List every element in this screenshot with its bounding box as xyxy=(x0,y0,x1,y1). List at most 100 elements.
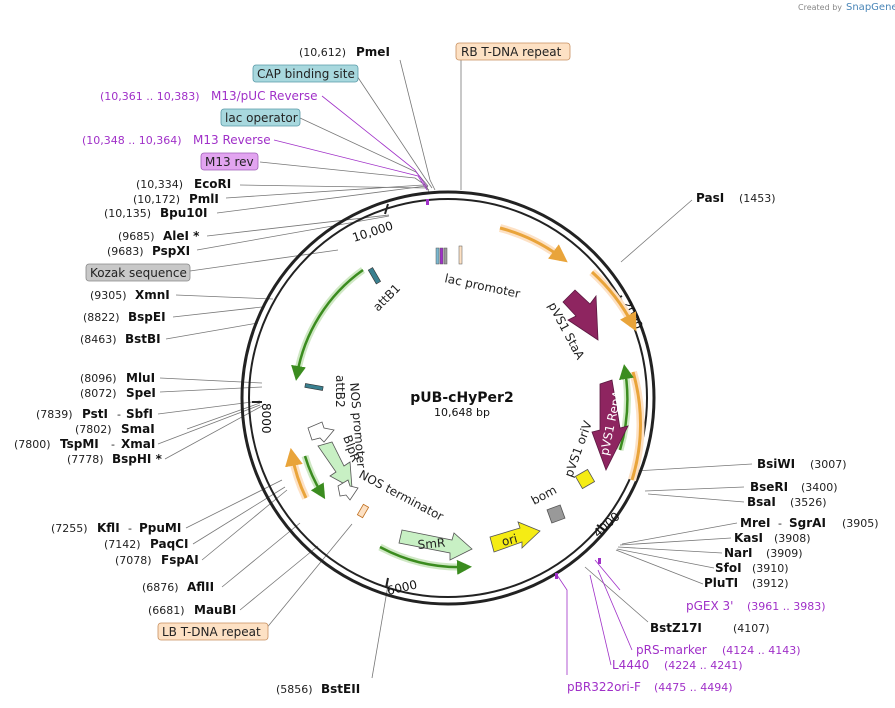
site-aflii-pos: (6876) xyxy=(142,581,179,594)
primer-leaders xyxy=(273,95,633,675)
attb2-mark xyxy=(304,383,324,391)
primer-m13puc-name: M13/pUC Reverse xyxy=(211,89,318,103)
primer-pbr-name: pBR322ori-F xyxy=(567,680,641,694)
site-pmei-name: PmeI xyxy=(356,45,390,59)
site-smai-name: SmaI xyxy=(121,422,155,436)
pvs1-repa-arrow xyxy=(591,379,629,472)
m13rev-box xyxy=(200,152,259,171)
site-mlui-name: MluI xyxy=(126,371,155,385)
site-paqci-name: PaqCI xyxy=(150,537,188,551)
site-psti-sep: - xyxy=(117,408,121,421)
arc-green-5 xyxy=(291,268,364,381)
site-bstbi-pos: (8463) xyxy=(80,333,117,346)
site-bsphi-pos: (7778) xyxy=(67,453,104,466)
lb-tdna-mark xyxy=(356,503,370,519)
site-ecori-pos: (10,334) xyxy=(136,178,183,191)
site-sgrai-name: SgrAI xyxy=(789,516,826,530)
site-pmli-pos: (10,172) xyxy=(133,193,180,206)
label-lac-promoter: lac promoter xyxy=(443,271,521,301)
lacop-box xyxy=(220,108,301,127)
pvs1-staa-arrow xyxy=(562,289,599,341)
site-mrei-sep: - xyxy=(778,517,782,530)
site-tspmi-pos: (7800) xyxy=(14,438,51,451)
site-pspxi-name: PspXI xyxy=(152,244,190,258)
m13rev-label: M13 rev xyxy=(205,155,254,169)
label-smr: SmR xyxy=(417,536,446,552)
site-alei-pos: (9685) xyxy=(118,230,155,243)
arc-halo-5 xyxy=(293,267,366,376)
site-sfoi-name: SfoI xyxy=(715,561,742,575)
arc-orange-3 xyxy=(630,371,643,481)
site-maubi-pos: (6681) xyxy=(148,604,185,617)
backbone-outer xyxy=(240,190,656,606)
site-kasi-name: KasI xyxy=(734,531,763,545)
bom-box xyxy=(546,504,566,524)
site-smai-pos: (7802) xyxy=(75,423,112,436)
site-bsai-pos: (3526) xyxy=(790,496,827,509)
site-alei-name: AleI * xyxy=(163,229,200,243)
brand-created-by: Created by xyxy=(798,3,842,12)
tick-10000: 10,000 xyxy=(351,219,395,245)
site-pmli-name: PmlI xyxy=(189,192,219,206)
site-kasi-pos: (3908) xyxy=(774,532,811,545)
site-psti-name: PstI xyxy=(82,407,108,421)
blpr-arrow xyxy=(317,441,353,489)
arc-green-4 xyxy=(618,364,634,451)
arc-orange-2 xyxy=(590,270,637,332)
rb-tdna-label: RB T-DNA repeat xyxy=(461,45,562,59)
label-nos-terminator: NOS terminator xyxy=(357,467,446,523)
primer-pbr-pos: (4475 .. 4494) xyxy=(654,681,733,694)
label-bom: bom xyxy=(529,483,559,508)
site-xmni-pos: (9305) xyxy=(90,289,127,302)
lacop-label: lac operator xyxy=(225,111,298,125)
site-bseri-name: BseRI xyxy=(750,480,788,494)
pvs1-oriv-box xyxy=(574,468,596,490)
site-ecori-name: EcoRI xyxy=(194,177,231,191)
m13-mark xyxy=(426,199,429,205)
kozak-box xyxy=(85,263,191,282)
pbr-mark xyxy=(555,573,558,579)
site-spei-name: SpeI xyxy=(126,386,156,400)
arc-halo-1 xyxy=(498,224,565,262)
site-pluti-pos: (3912) xyxy=(752,577,789,590)
ori-arrow xyxy=(489,521,541,553)
lb-tdna-label: LB T-DNA repeat xyxy=(162,625,261,639)
lac-region xyxy=(435,245,463,265)
site-tspmi-sep: - xyxy=(111,438,115,451)
arc-orange-1 xyxy=(499,226,568,263)
smr-arrow xyxy=(398,529,473,561)
label-attb1: attB1 xyxy=(370,281,403,314)
site-kfli-pos: (7255) xyxy=(51,522,88,535)
kozak-label: Kozak sequence xyxy=(90,266,187,280)
backbone-inner xyxy=(248,198,648,598)
site-xmai-name: XmaI xyxy=(121,437,155,451)
site-bsiwi-name: BsiWI xyxy=(757,457,795,471)
site-bsiwi-pos: (3007) xyxy=(810,458,847,471)
site-pasi-pos: (1453) xyxy=(739,192,776,205)
arc-green-8 xyxy=(379,545,472,575)
site-bspei-pos: (8822) xyxy=(83,311,120,324)
site-aflii-name: AflII xyxy=(187,580,214,594)
site-nari-name: NarI xyxy=(724,546,753,560)
plasmid-length: 10,648 bp xyxy=(434,406,490,419)
site-bseri-pos: (3400) xyxy=(801,481,838,494)
site-bspei-name: BspEI xyxy=(128,310,166,324)
primer-m13r-pos: (10,348 .. 10,364) xyxy=(82,134,182,147)
site-bstbi-name: BstBI xyxy=(125,332,161,346)
rb-tdna-box xyxy=(455,42,571,61)
label-pvs1-oriv: pVS1 oriV xyxy=(562,418,596,479)
nos-promoter-arrow xyxy=(307,421,335,443)
nos-terminator-arrow xyxy=(337,479,359,501)
site-psti-pos: (7839) xyxy=(36,408,73,421)
label-attb2: attB2 xyxy=(333,375,347,408)
arc-green-7 xyxy=(303,455,326,500)
site-pasi-name: PasI xyxy=(696,191,724,205)
site-bpu10i-pos: (10,135) xyxy=(104,207,151,220)
site-tspmi-name: TspMI xyxy=(60,437,99,451)
site-pspxi-pos: (9683) xyxy=(107,245,144,258)
site-bpu10i-name: Bpu10I xyxy=(160,206,207,220)
tick-6000: 6000 xyxy=(386,577,419,598)
site-bsphi-name: BspHI * xyxy=(112,452,163,466)
site-mlui-pos: (8096) xyxy=(80,372,117,385)
